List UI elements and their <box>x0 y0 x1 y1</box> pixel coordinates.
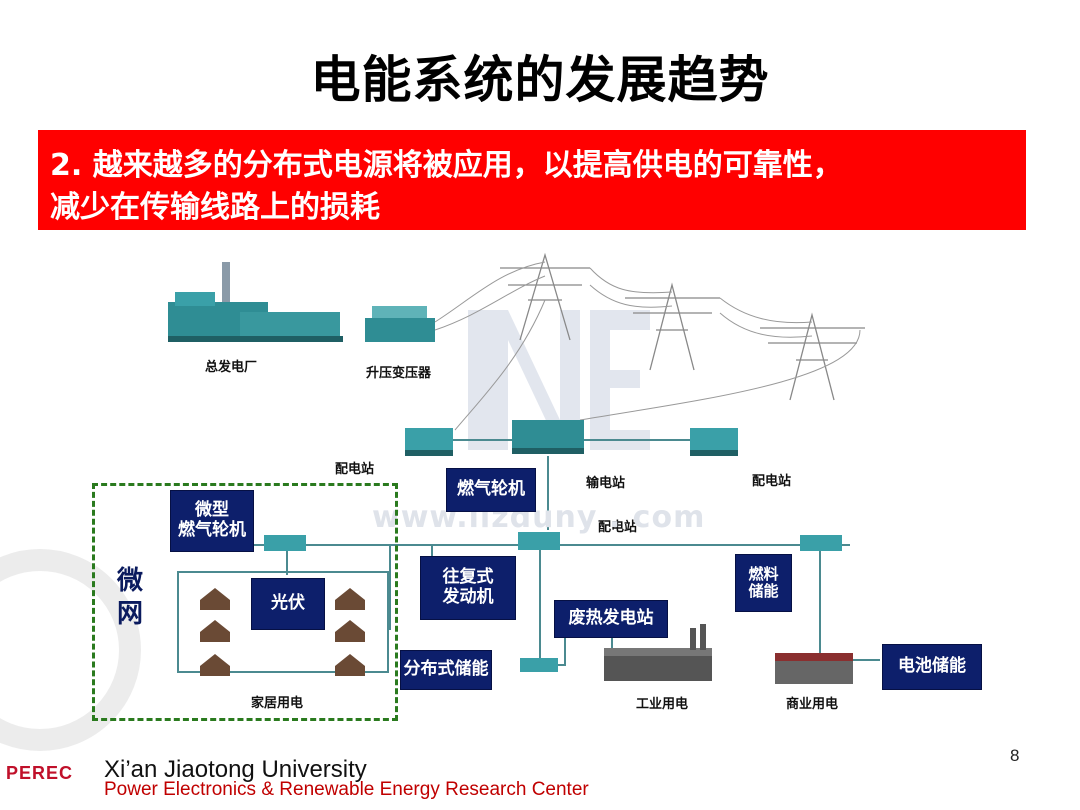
industrial-plant <box>604 624 712 681</box>
box-waste-heat-station: 废热发电站 <box>554 600 668 638</box>
box-fuel-storage-line2: 储能 <box>748 582 779 600</box>
box-micro-gas-turbine-line1: 微型 <box>195 500 229 521</box>
box-gas-turbine-text: 燃气轮机 <box>457 479 525 500</box>
transmission-towers <box>500 252 865 401</box>
box-photovoltaic: 光伏 <box>251 578 325 630</box>
label-distribution-left: 配电站 <box>335 462 375 477</box>
bus-substation-3 <box>800 535 842 551</box>
box-fuel-storage-line1: 燃料 <box>748 564 779 583</box>
box-reciprocating-line1: 往复式 <box>442 567 494 588</box>
ne-logo-watermark <box>468 310 650 450</box>
gear-watermark <box>0 549 141 751</box>
box-distributed-storage-text: 分布式储能 <box>403 659 489 680</box>
label-distribution-right: 配电站 <box>752 474 792 489</box>
label-main-plant: 总发电厂 <box>205 360 258 375</box>
box-photovoltaic-text: 光伏 <box>271 593 305 614</box>
box-battery-storage-text: 电池储能 <box>898 656 966 677</box>
microgrid-boundary <box>92 483 398 721</box>
box-waste-heat-text: 废热发电站 <box>568 608 654 629</box>
microgrid-label: 微 网 <box>117 565 147 630</box>
headline-banner: 2. 越来越多的分布式电源将被应用，以提高供电的可靠性， 减少在传输线路上的损耗 <box>38 130 1026 230</box>
banner-line-2: 减少在传输线路上的损耗 <box>50 190 380 225</box>
banner-line-1: 2. 越来越多的分布式电源将被应用，以提高供电的可靠性， <box>50 148 843 183</box>
box-reciprocating-line2: 发动机 <box>442 587 494 607</box>
microgrid-label-char2: 网 <box>117 598 144 629</box>
box-battery-storage: 电池储能 <box>882 644 982 690</box>
upper-bus-lines <box>453 439 690 530</box>
box-micro-gas-turbine: 微型 燃气轮机 <box>170 490 254 552</box>
label-industrial-power: 工业用电 <box>636 697 689 712</box>
substation-main <box>512 420 584 454</box>
site-watermark: www.lizduny . com <box>372 500 706 535</box>
label-distribution-mid: 配电站 <box>598 520 638 535</box>
transmission-lines <box>434 261 861 431</box>
page-title: 电能系统的发展趋势 <box>310 51 770 109</box>
microgrid-wiring <box>177 571 389 673</box>
footer-research-center: Power Electronics & Renewable Energy Res… <box>104 779 589 800</box>
label-home-power: 家居用电 <box>251 696 304 711</box>
label-step-up-transformer: 升压变压器 <box>366 366 432 381</box>
box-micro-gas-turbine-line2: 燃气轮机 <box>178 520 246 540</box>
box-distributed-storage: 分布式储能 <box>400 650 492 690</box>
box-reciprocating-engine: 往复式 发动机 <box>420 556 516 620</box>
label-transmission-station: 输电站 <box>586 476 626 491</box>
main-power-plant <box>168 262 343 342</box>
page-number: 8 <box>1010 746 1020 765</box>
bus-substation-1 <box>264 535 306 551</box>
commercial-building <box>775 653 853 684</box>
substation-right <box>690 428 738 456</box>
box-gas-turbine: 燃气轮机 <box>446 468 536 512</box>
substation-left <box>405 428 453 456</box>
footer-university: Xi’an Jiaotong University <box>104 756 367 783</box>
perec-logo: PEREC <box>6 763 74 783</box>
bus-substation-2 <box>518 532 560 550</box>
microgrid-label-char1: 微 <box>117 566 144 596</box>
label-commercial-power: 商业用电 <box>786 697 839 712</box>
houses <box>200 588 365 676</box>
bus-substation-4 <box>520 658 558 672</box>
step-up-transformer <box>365 306 435 342</box>
box-fuel-storage: 燃料 储能 <box>735 554 792 612</box>
